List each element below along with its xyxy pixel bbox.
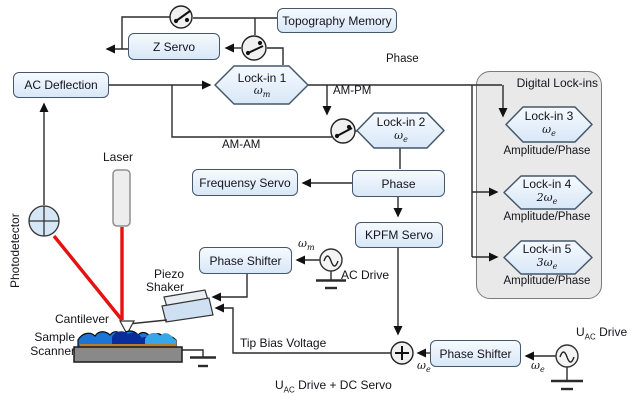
laser-beam xyxy=(52,227,124,322)
switch-icon xyxy=(330,118,356,144)
scanner-label: Scanner xyxy=(30,344,75,358)
sample-label: Sample xyxy=(34,330,75,344)
lock-in-1-label: Lock-in 1 ωm xyxy=(237,70,287,100)
omega-e-label: ωe xyxy=(417,359,431,375)
lock-in-2-node xyxy=(356,112,445,149)
lock-in-5-label: Lock-in 5 3ωe xyxy=(522,242,572,271)
am-pm-label: AM-PM xyxy=(333,85,372,97)
lock-in-3-frequency: ωe xyxy=(542,122,556,138)
ac-source-icon xyxy=(319,248,343,272)
cantilever-label: Cantilever xyxy=(55,312,110,326)
lock-in-2-label: Lock-in 2 ωe xyxy=(376,115,426,144)
amplitude-phase-label: Amplitude/Phase xyxy=(503,275,591,287)
ac-deflection-box: AC Deflection xyxy=(13,72,109,98)
omega-e-label: ωe xyxy=(531,359,545,375)
phase-shifter-label: Phase Shifter xyxy=(439,346,512,361)
ground-icon xyxy=(316,271,346,290)
amplitude-phase-label: Amplitude/Phase xyxy=(503,211,591,223)
piezo-shaker-label: Piezo Shaker xyxy=(145,267,184,294)
photodetector-label: Photodetector xyxy=(8,213,22,288)
ac-source-icon xyxy=(555,344,579,368)
photodetector-icon xyxy=(28,205,60,237)
uac-dc-servo-label: UAC Drive + DC Servo xyxy=(275,378,392,395)
frequensy-servo-label: Frequensy Servo xyxy=(199,175,291,190)
scanner-icon xyxy=(73,346,183,363)
phase-shifter-label: Phase Shifter xyxy=(209,253,282,268)
phase-box: Phase xyxy=(352,170,445,197)
phase-shifter-2-box: Phase Shifter xyxy=(430,340,521,367)
z-servo-box: Z Servo xyxy=(128,33,220,60)
lock-in-5-frequency: 3ωe xyxy=(536,255,558,271)
lock-in-4-frequency: 2ωe xyxy=(536,190,558,206)
ac-deflection-label: AC Deflection xyxy=(24,78,98,92)
sum-junction-icon xyxy=(390,341,414,365)
lock-in-3-node xyxy=(505,106,593,143)
lock-in-1-node xyxy=(214,65,309,105)
tip-bias-voltage-label: Tip Bias Voltage xyxy=(240,336,327,350)
topography-memory-label: Topography Memory xyxy=(282,13,392,28)
kpfm-servo-label: KPFM Servo xyxy=(364,228,433,242)
z-servo-label: Z Servo xyxy=(152,39,195,54)
phase-shifter-1-box: Phase Shifter xyxy=(199,247,292,274)
lock-in-4-label: Lock-in 4 2ωe xyxy=(522,177,572,206)
connection-lines xyxy=(39,16,556,361)
piezo-shaker-icon xyxy=(161,289,214,323)
uac-drive-label: UAC Drive xyxy=(576,325,628,342)
ground-icon xyxy=(551,367,583,391)
kpfm-servo-box: KPFM Servo xyxy=(355,222,443,248)
switch-icon xyxy=(241,35,267,61)
phase-signal-label: Phase xyxy=(386,53,419,65)
lock-in-2-frequency: ωe xyxy=(394,128,408,144)
switch-icon xyxy=(169,5,193,29)
laser-icon xyxy=(112,169,131,227)
topography-memory-box: Topography Memory xyxy=(277,8,397,33)
sample-icon xyxy=(77,330,177,348)
phase-box-label: Phase xyxy=(381,176,416,191)
lock-in-3-label: Lock-in 3 ωe xyxy=(524,109,574,138)
omega-m-label: ωm xyxy=(298,237,315,253)
lock-in-4-node xyxy=(503,175,593,210)
lock-in-1-frequency: ωm xyxy=(253,84,271,100)
ac-drive-label: AC Drive xyxy=(341,268,390,282)
laser-label: Laser xyxy=(103,150,134,164)
frequensy-servo-box: Frequensy Servo xyxy=(192,169,298,196)
ground-icon xyxy=(190,356,216,368)
digital-lockins-title: Digital Lock-ins xyxy=(516,76,598,90)
cantilever-icon xyxy=(118,319,168,336)
amplitude-phase-label: Amplitude/Phase xyxy=(503,145,591,157)
lock-in-5-node xyxy=(503,240,593,275)
am-am-label: AM-AM xyxy=(222,139,261,151)
